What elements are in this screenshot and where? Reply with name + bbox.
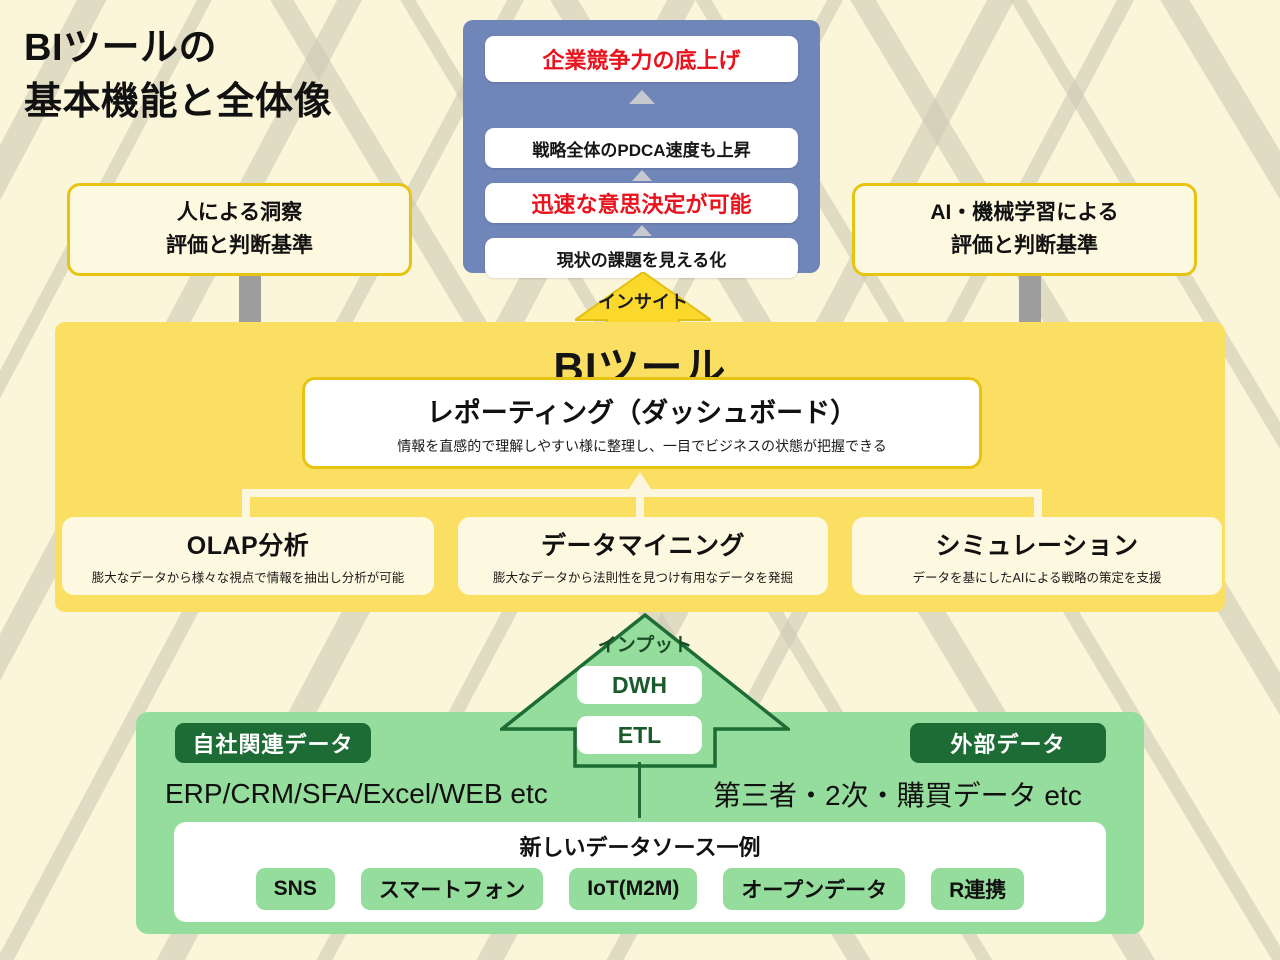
etl-connector-line: [638, 762, 641, 818]
function-desc: 膨大なデータから法則性を見つけ有用なデータを発掘: [492, 571, 793, 585]
internal-data-sources: ERP/CRM/SFA/Excel/WEB etc: [165, 778, 548, 809]
bracket-left-drop: [242, 489, 250, 521]
bracket-up-arrow-icon: [627, 472, 653, 492]
insight-label: インサイト: [598, 292, 688, 312]
source-chip: R連携: [931, 868, 1025, 910]
reporting-title: レポーティング（ダッシュボード）: [426, 397, 858, 428]
side-box-ai: AI・機械学習による 評価と判断基準: [852, 183, 1197, 276]
up-arrow-icon: [631, 170, 652, 181]
insight-arrow-icon: [575, 272, 711, 324]
source-chip: IoT(M2M): [569, 868, 698, 910]
new-sources-list: SNS スマートフォン IoT(M2M) オープンデータ R連携: [174, 868, 1106, 910]
source-chip: オープンデータ: [723, 868, 906, 910]
source-chip: スマートフォン: [360, 868, 544, 910]
side-box-ai-label: AI・機械学習による 評価と判断基準: [930, 200, 1119, 257]
reporting-box: レポーティング（ダッシュボード） 情報を直感的で理解しやすい様に整理し、一目でビ…: [302, 377, 982, 469]
function-box-olap: OLAP分析 膨大なデータから様々な視点で情報を抽出し分析が可能: [62, 517, 434, 595]
new-sources-box: 新しいデータソース一例 SNS スマートフォン IoT(M2M) オープンデータ…: [174, 822, 1106, 922]
outcome-item-2: 迅速な意思決定が可能: [485, 183, 798, 223]
tag-external-data: 外部データ: [910, 723, 1106, 763]
function-desc: 膨大なデータから様々な視点で情報を抽出し分析が可能: [91, 571, 405, 585]
outcome-item-1: 戦略全体のPDCA速度も上昇: [485, 128, 798, 168]
dwh-box: DWH: [577, 666, 702, 704]
external-data-sources: 第三者・2次・購買データ etc: [713, 780, 1082, 811]
function-title: OLAP分析: [186, 532, 310, 560]
bracket-right-drop: [1034, 489, 1042, 521]
side-box-human-label: 人による洞察 評価と判断基準: [166, 200, 313, 257]
up-arrow-icon: [631, 225, 652, 236]
up-arrow-icon: [628, 90, 655, 104]
source-chip: SNS: [255, 868, 335, 910]
function-box-simulation: シミュレーション データを基にしたAIによる戦略の策定を支援: [852, 517, 1222, 595]
tag-internal-data: 自社関連データ: [175, 723, 371, 763]
side-box-human: 人による洞察 評価と判断基準: [67, 183, 412, 276]
new-sources-title: 新しいデータソース一例: [519, 835, 761, 860]
function-desc: データを基にしたAIによる戦略の策定を支援: [912, 571, 1162, 585]
reporting-desc: 情報を直感的で理解しやすい様に整理し、一目でビジネスの状態が把握できる: [397, 437, 887, 454]
function-box-datamining: データマイニング 膨大なデータから法則性を見つけ有用なデータを発掘: [458, 517, 828, 595]
page-title: BIツールの 基本機能と全体像: [24, 27, 333, 123]
function-title: シミュレーション: [935, 532, 1139, 560]
outcome-item-3: 現状の課題を見える化: [485, 238, 798, 278]
outcome-item-0: 企業競争力の底上げ: [485, 36, 798, 82]
etl-box: ETL: [577, 716, 702, 754]
input-label: インプット: [597, 635, 693, 656]
bracket-center-drop: [636, 489, 644, 521]
function-title: データマイニング: [540, 532, 745, 560]
outcomes-panel: 企業競争力の底上げ 戦略全体のPDCA速度も上昇 迅速な意思決定が可能 現状の課…: [463, 20, 820, 278]
